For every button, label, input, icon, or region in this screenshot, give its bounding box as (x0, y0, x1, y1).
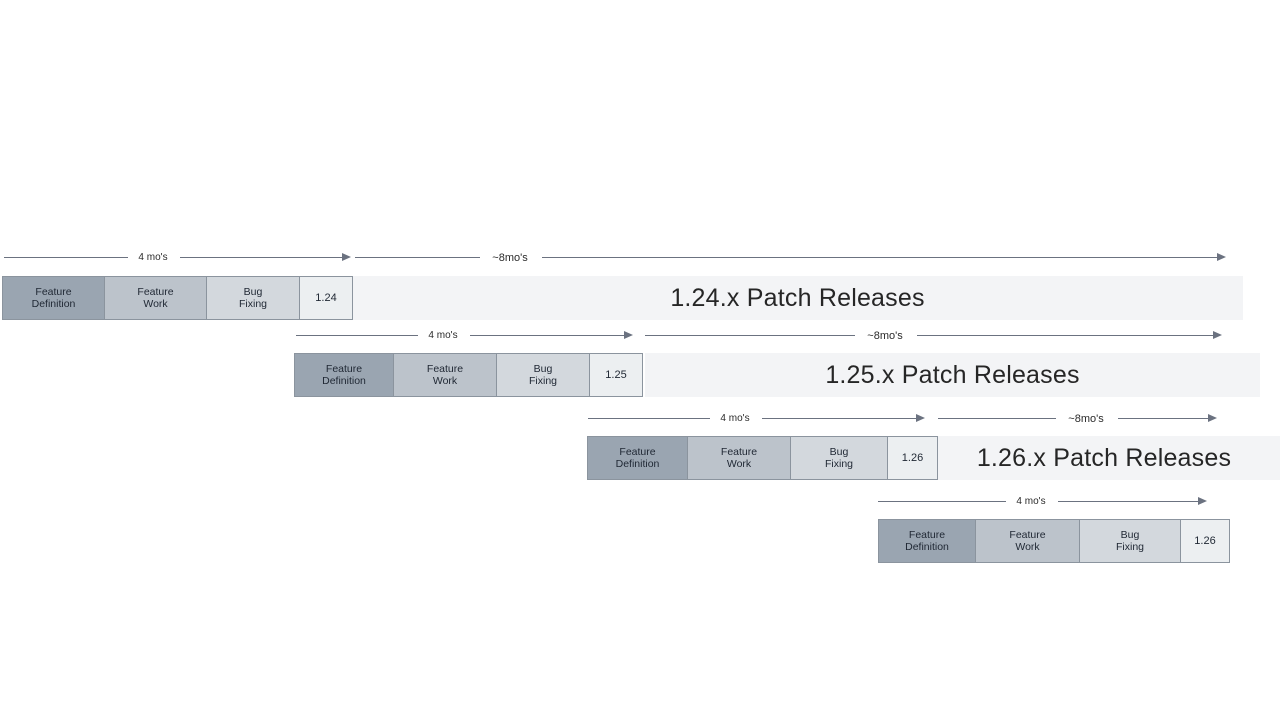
patch-duration-arrow-126: ~8mo's (938, 410, 1233, 428)
patch-duration-label-126: ~8mo's (1068, 413, 1104, 425)
patch-release-label-124: 1.24.x Patch Releases (670, 284, 925, 312)
phase-bug-fixing-125[interactable]: Bug Fixing (496, 353, 590, 397)
phase-feature-definition-124[interactable]: Feature Definition (2, 276, 105, 320)
arrow-head-icon (1217, 253, 1226, 261)
patch-duration-label-125: ~8mo's (867, 330, 903, 342)
patch-release-bar-124: 1.24.x Patch Releases (352, 276, 1243, 320)
phase-label-line1: Feature (720, 446, 758, 458)
arrow-head-icon (342, 253, 351, 261)
phase-label-line1: Bug (533, 363, 553, 375)
dev-duration-label-125: 4 mo's (428, 330, 458, 341)
phase-label-line1: Feature (426, 363, 464, 375)
phase-feature-work-125[interactable]: Feature Work (393, 353, 497, 397)
version-box-125[interactable]: 1.25 (589, 353, 643, 397)
phase-label-line2: Definition (905, 541, 949, 553)
dev-duration-arrow-126: 4 mo's (588, 410, 928, 428)
arrow-segment-right (180, 257, 345, 258)
phase-strip-125: Feature Definition Feature Work Bug Fixi… (294, 353, 643, 397)
patch-release-bar-125: 1.25.x Patch Releases (645, 353, 1260, 397)
arrow-segment-right (1118, 418, 1211, 419)
phase-label-line1: Bug (829, 446, 849, 458)
dev-duration-label-127: 4 mo's (1016, 496, 1046, 507)
arrow-segment-right (917, 335, 1216, 336)
phase-label-line2: Fixing (1115, 541, 1144, 553)
version-box-127[interactable]: 1.26 (1180, 519, 1230, 563)
arrow-head-icon (1208, 414, 1217, 422)
arrow-head-icon (1213, 331, 1222, 339)
phase-label-line1: Bug (243, 286, 263, 298)
phase-label-line1: Feature (1009, 529, 1046, 541)
phase-label-line2: Work (726, 458, 752, 470)
dev-duration-label-124: 4 mo's (138, 252, 168, 263)
phase-strip-127: Feature Definition Feature Work Bug Fixi… (878, 519, 1230, 563)
phase-label-line2: Definition (322, 375, 366, 387)
phase-label-line2: Fixing (528, 375, 557, 387)
dev-duration-arrow-125: 4 mo's (296, 327, 636, 345)
arrow-head-icon (916, 414, 925, 422)
phase-label-line2: Fixing (824, 458, 853, 470)
patch-duration-arrow-124: ~8mo's (355, 249, 1232, 267)
phase-label-line2: Definition (615, 458, 660, 470)
version-box-124[interactable]: 1.24 (299, 276, 353, 320)
version-box-126[interactable]: 1.26 (887, 436, 938, 480)
phase-feature-definition-127[interactable]: Feature Definition (878, 519, 976, 563)
phase-strip-126: Feature Definition Feature Work Bug Fixi… (587, 436, 938, 480)
arrow-segment-left (645, 335, 855, 336)
patch-duration-label-124: ~8mo's (492, 252, 528, 264)
arrow-segment-right (542, 257, 1220, 258)
dev-duration-label-126: 4 mo's (720, 413, 750, 424)
phase-feature-definition-126[interactable]: Feature Definition (587, 436, 688, 480)
phase-feature-work-124[interactable]: Feature Work (104, 276, 207, 320)
arrow-segment-right (762, 418, 919, 419)
arrow-segment-right (470, 335, 627, 336)
phase-bug-fixing-124[interactable]: Bug Fixing (206, 276, 300, 320)
phase-feature-work-126[interactable]: Feature Work (687, 436, 791, 480)
phase-label-line1: Feature (137, 286, 174, 298)
phase-feature-work-127[interactable]: Feature Work (975, 519, 1080, 563)
arrow-segment-right (1058, 501, 1200, 502)
phase-label-line1: Feature (35, 286, 72, 298)
arrow-head-icon (624, 331, 633, 339)
arrow-head-icon (1198, 497, 1207, 505)
arrow-segment-left (355, 257, 480, 258)
phase-bug-fixing-127[interactable]: Bug Fixing (1079, 519, 1181, 563)
phase-label-line1: Feature (325, 363, 363, 375)
arrow-segment-left (878, 501, 1006, 502)
phase-label-line1: Feature (908, 529, 946, 541)
arrow-segment-left (4, 257, 128, 258)
phase-label-line2: Work (432, 375, 458, 387)
patch-duration-arrow-125: ~8mo's (645, 327, 1230, 345)
arrow-segment-left (296, 335, 418, 336)
patch-release-label-125: 1.25.x Patch Releases (825, 361, 1080, 389)
phase-bug-fixing-126[interactable]: Bug Fixing (790, 436, 888, 480)
patch-release-bar-126: 1.26.x Patch Releases (938, 436, 1280, 480)
phase-label-line2: Work (1015, 541, 1040, 553)
patch-release-label-126: 1.26.x Patch Releases (976, 444, 1232, 472)
dev-duration-arrow-124: 4 mo's (4, 249, 354, 267)
phase-label-line2: Definition (31, 298, 76, 310)
dev-duration-arrow-127: 4 mo's (878, 493, 1213, 511)
phase-label-line2: Fixing (238, 298, 267, 310)
phase-label-line1: Bug (1120, 529, 1140, 541)
phase-strip-124: Feature Definition Feature Work Bug Fixi… (2, 276, 353, 320)
phase-label-line1: Feature (619, 446, 656, 458)
phase-feature-definition-125[interactable]: Feature Definition (294, 353, 394, 397)
arrow-segment-left (588, 418, 710, 419)
phase-label-line2: Work (143, 298, 168, 310)
arrow-segment-left (938, 418, 1056, 419)
